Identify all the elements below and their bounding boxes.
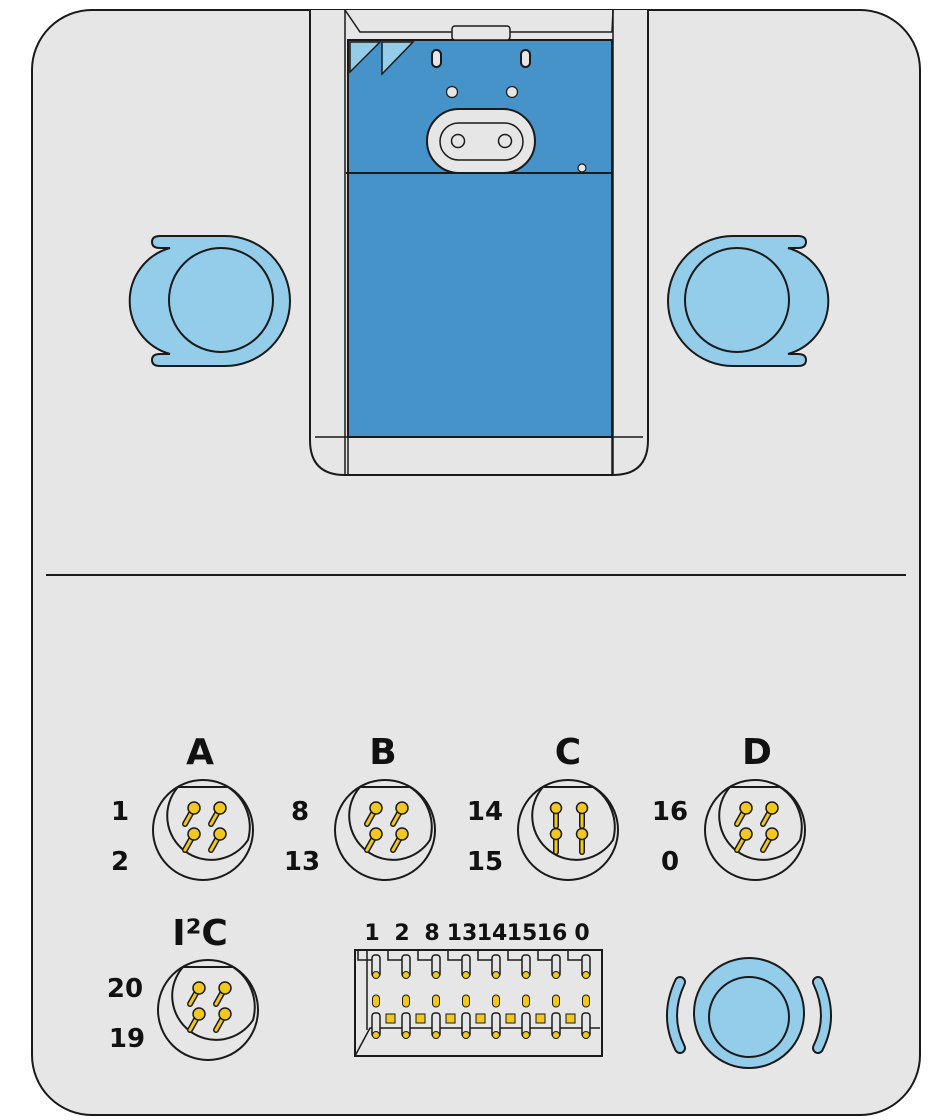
edge-pin-label: 0 [574, 921, 589, 946]
edge-pin [387, 950, 411, 1039]
socket-pin [390, 801, 409, 827]
port-c-socket[interactable] [517, 779, 619, 881]
socket-pin [390, 827, 409, 853]
i2c-label: I²C [172, 913, 228, 954]
edge-pad [415, 1013, 426, 1024]
port-a-pin-bottom: 2 [111, 847, 129, 877]
socket-pin [208, 827, 227, 853]
edge-pin [357, 950, 381, 1039]
edge-pad [535, 1013, 546, 1024]
socket-pin [575, 827, 589, 855]
edge-pad [445, 1013, 456, 1024]
side-button-right[interactable] [667, 235, 830, 367]
port-a-label: A [186, 732, 214, 773]
socket-pin [760, 827, 779, 853]
i2c-pin-bottom: 19 [109, 1024, 145, 1054]
port-b-pin-bottom: 13 [284, 847, 320, 877]
port-d-label: D [742, 732, 772, 773]
port-b-pin-top: 8 [291, 797, 309, 827]
edge-pin [567, 950, 591, 1039]
port-c-pin-bottom: 15 [467, 847, 503, 877]
port-d-pin-top: 16 [652, 797, 688, 827]
socket-pin [575, 801, 589, 829]
edge-pin-label: 2 [394, 921, 409, 946]
edge-pin-label: 8 [424, 921, 439, 946]
ports: A 1 2 B 8 13 C 14 15 D 16 0 I²C 20 19 [107, 732, 806, 1061]
edge-pin [507, 950, 531, 1039]
i2c-pin-top: 20 [107, 974, 143, 1004]
socket-pin [549, 801, 563, 829]
i2c-socket[interactable] [157, 959, 259, 1061]
board-slot [309, 9, 649, 476]
slot-hole-left [431, 49, 442, 68]
socket-pin [213, 981, 232, 1007]
slot-hole-right [520, 49, 531, 68]
edge-pin [537, 950, 561, 1039]
microbit-board [347, 39, 613, 438]
socket-pin [208, 801, 227, 827]
edge-pin [447, 950, 471, 1039]
socket-pin [734, 801, 753, 827]
edge-pin-label: 15 [507, 921, 538, 946]
port-d-pin-bottom: 0 [661, 847, 679, 877]
port-d-socket[interactable] [704, 779, 806, 881]
edge-pad [565, 1013, 576, 1024]
socket-pin [549, 827, 563, 855]
edge-pin [417, 950, 441, 1039]
socket-pin [182, 801, 201, 827]
port-b-label: B [369, 732, 396, 773]
socket-pin [364, 801, 383, 827]
port-b-socket[interactable] [334, 779, 436, 881]
port-c-pin-top: 14 [467, 797, 503, 827]
edge-pin-label: 13 [447, 921, 478, 946]
socket-pin [182, 827, 201, 853]
edge-pin-label: 1 [364, 921, 379, 946]
side-button-left[interactable] [128, 235, 291, 367]
edge-pin [477, 950, 501, 1039]
socket-pin [364, 827, 383, 853]
edge-pin-label: 16 [537, 921, 568, 946]
edge-pad [475, 1013, 486, 1024]
round-button[interactable] [666, 957, 832, 1069]
socket-pin [187, 1007, 206, 1033]
port-a-pin-top: 1 [111, 797, 129, 827]
port-c-label: C [555, 732, 581, 773]
socket-pin [760, 801, 779, 827]
port-a-socket[interactable] [152, 779, 254, 881]
socket-pin [213, 1007, 232, 1033]
edge-pin-label: 14 [477, 921, 508, 946]
socket-pin [187, 981, 206, 1007]
edge-pad [505, 1013, 516, 1024]
socket-pin [734, 827, 753, 853]
edge-pad [385, 1013, 396, 1024]
